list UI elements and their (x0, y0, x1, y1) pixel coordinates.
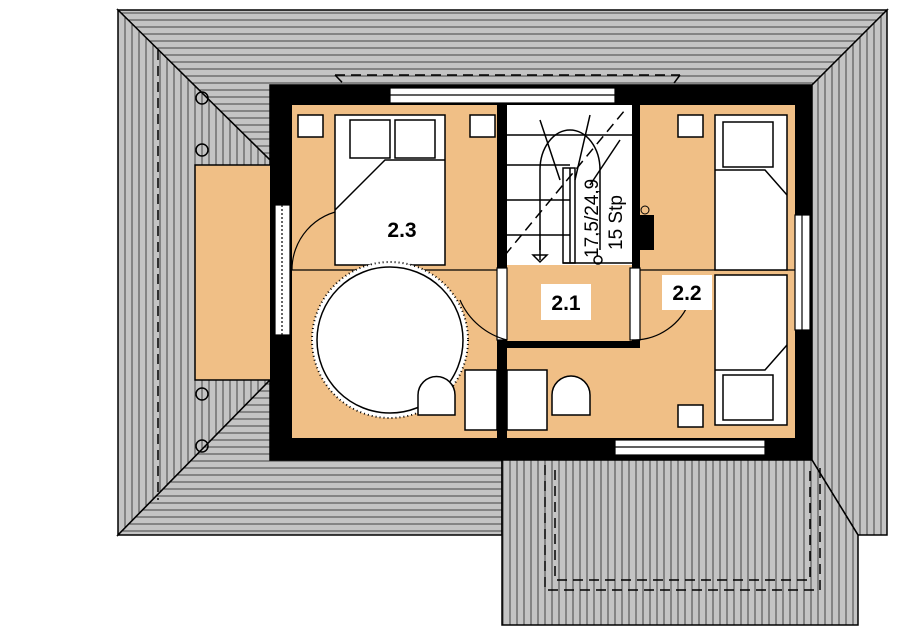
nightstand (677, 404, 704, 428)
door-2.2[interactable] (629, 267, 641, 341)
roof-right-face (811, 8, 888, 536)
nightstand (297, 114, 324, 138)
room-number: 2.1 (551, 292, 581, 315)
dormer-floor (194, 164, 274, 381)
chair (417, 375, 456, 416)
room-label-2.3: 2.3 (378, 212, 426, 245)
room-number: 2.2 (672, 282, 701, 305)
staircase[interactable] (504, 109, 632, 265)
furniture (297, 114, 788, 431)
room-label-2.1: 2.1 (541, 284, 591, 320)
room-number: 2.3 (387, 219, 416, 242)
windows[interactable] (274, 87, 811, 456)
nightstand (677, 114, 704, 138)
stair-dimensions: 17,5/24,9 (582, 179, 603, 258)
interior-walls (507, 105, 640, 348)
chair (551, 375, 591, 416)
room-label-2.2: 2.2 (662, 275, 712, 310)
roof-hooks (195, 91, 209, 453)
desk (506, 369, 548, 431)
nightstand (469, 114, 496, 138)
stair-steps: 15 Stp (606, 195, 627, 250)
desk (464, 369, 498, 431)
chimney-vent (640, 205, 654, 250)
door-2.3[interactable] (496, 267, 508, 341)
doors[interactable] (291, 209, 691, 341)
